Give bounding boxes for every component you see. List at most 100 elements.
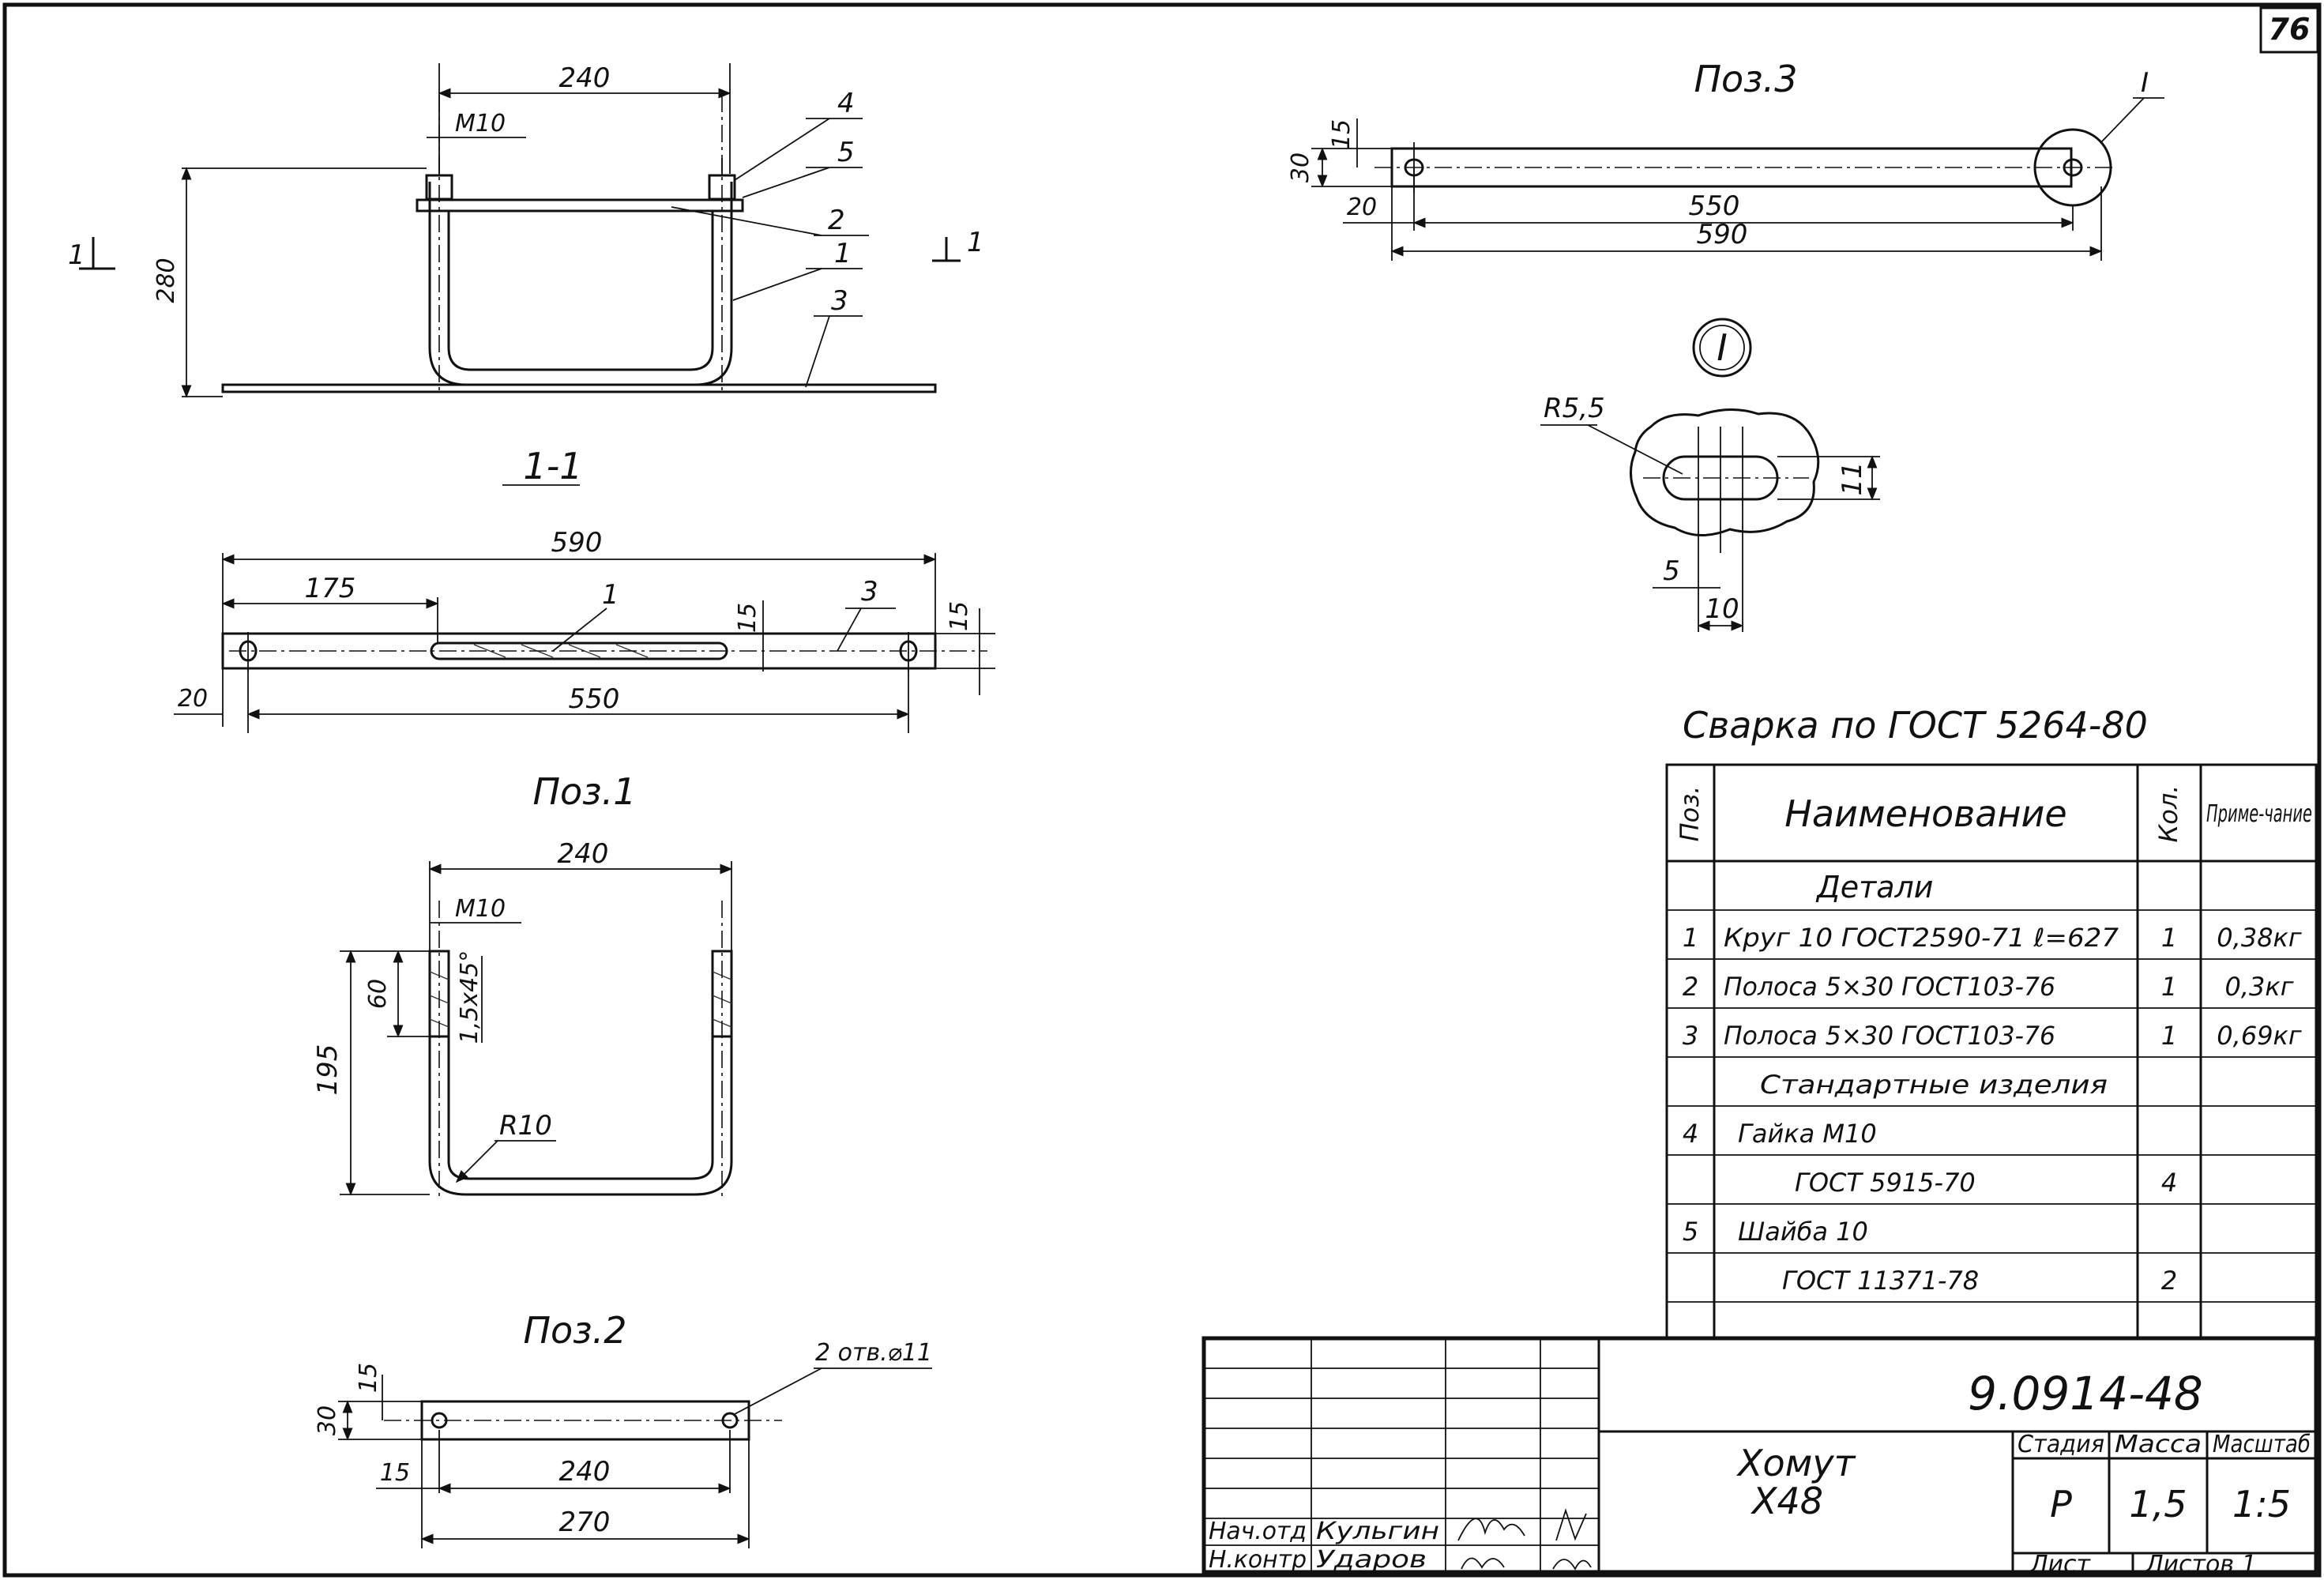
tb-mass-header: Масса [2115,1431,2202,1458]
sheet-number: 76 [2269,12,2311,47]
spec-row-3-name: Полоса 5×30 ГОСТ103-76 [1724,1021,2055,1051]
tb-role-2: Н.контр [1209,1546,1307,1574]
pos1-title: Поз.1 [532,770,636,813]
dim-590-pos3: 590 [1697,219,1748,250]
dim-590-section: 590 [551,527,603,559]
signature-4 [1552,1559,1592,1571]
dim-60-pos1: 60 [364,979,392,1009]
spec-row-8-qty: 2 [2161,1266,2177,1296]
section-1-1-title: 1-1 [523,445,582,487]
leader-3-section: 3 [861,576,878,608]
spec-row-7-name: Шайба 10 [1738,1217,1868,1247]
dim-m10-pos1: M10 [455,895,506,923]
spec-row-0-name: Детали [1815,870,1933,905]
dim-r5-5: R5,5 [1544,393,1605,424]
dim-15-pos3: 15 [1328,119,1356,149]
dim-11-slot: 11 [1837,461,1868,495]
leader-3: 3 [831,285,848,317]
dim-195-pos1: 195 [312,1044,344,1096]
dim-15-strip: 15 [734,603,762,633]
pos2-title: Поз.2 [523,1309,626,1352]
dim-5-detail: 5 [1663,555,1680,587]
dim-chamfer-pos1: 1,5x45° [456,950,483,1044]
signature-2 [1555,1508,1587,1541]
sheet-number-box [2259,6,2319,54]
tb-code: 9.0914-48 [1968,1367,2203,1420]
spec-row-2-note: 0,3кг [2224,972,2293,1002]
tb-sheets: Листов 1 [2145,1551,2257,1578]
strip-pos2 [416,198,744,213]
pos3-detail-ref: I [2141,67,2149,99]
leader-5: 5 [837,137,855,168]
dim-m10-top: M10 [455,110,506,137]
spec-row-2-pos: 2 [1683,972,1698,1002]
pos1-u-rod [428,951,733,1196]
tb-name2: Х48 [1751,1480,1823,1522]
spec-row-1-qty: 1 [2161,923,2177,953]
leader-2: 2 [828,205,845,236]
detail-break-outline [1630,408,1820,537]
tb-stage-header: Стадия [2018,1431,2104,1458]
assembly-top-view: 240 M10 280 4 5 2 1 3 1 1 [68,62,984,398]
spec-header-note: Приме-чание [2206,800,2312,828]
leader-1-section: 1 [602,579,619,611]
spec-row-5-pos: 4 [1683,1119,1698,1149]
spec-header-pos: Поз. [1675,786,1705,842]
spec-row-6-name: ГОСТ 5915-70 [1795,1168,1976,1198]
dim-240-pos1: 240 [558,838,609,870]
spec-row-4-name: Стандартные изделия [1760,1070,2108,1100]
spec-header-name: Наименование [1784,792,2066,835]
spec-row-5-name: Гайка М10 [1738,1119,1877,1149]
dim-240-top: 240 [559,62,611,94]
dim-30-pos3: 30 [1287,152,1314,182]
dim-240-pos2: 240 [559,1456,611,1488]
spec-row-1-pos: 1 [1683,923,1698,953]
pos2-note: 2 отв.⌀11 [815,1339,932,1367]
title-block: Нач.отд Кульгин Н.контр Ударов 9.0914-48… [1201,1336,2318,1578]
dim-15-edge-pos2: 15 [380,1459,410,1487]
dim-30-pos2: 30 [314,1405,341,1435]
pos2-view: Поз.2 2 отв.⌀11 30 15 15 240 270 [314,1309,932,1548]
weld-note: Сварка по ГОСТ 5264-80 [1683,704,2148,747]
spec-header-qty: Кол. [2153,785,2183,843]
dim-15-offset-pos2: 15 [355,1363,382,1393]
tb-name-2: Ударов [1316,1546,1427,1574]
signature-3 [1461,1557,1505,1570]
pos3-title: Поз.3 [1694,58,1797,100]
spec-row-8-name: ГОСТ 11371-78 [1782,1266,1979,1296]
section-1-1: 1-1 590 175 1 15 3 [174,445,995,733]
u-bolt-pos1 [428,182,733,386]
tb-name-1: Кульгин [1316,1518,1439,1545]
spec-row-3-qty: 1 [2161,1021,2177,1051]
tb-sheet: Лист [2029,1551,2092,1578]
dim-20-pos3: 20 [1347,194,1377,221]
spec-row-3-note: 0,69кг [2217,1021,2302,1051]
dim-15-plate: 15 [946,601,973,631]
tb-mass-value: 1,5 [2129,1483,2187,1525]
spec-row-1-name: Круг 10 ГОСТ2590-71 ℓ=627 [1724,923,2119,953]
section-mark-left: 1 [68,239,85,271]
spec-row-7-pos: 5 [1683,1217,1698,1247]
signature-1 [1457,1518,1525,1541]
spec-row-6-qty: 4 [2161,1168,2177,1198]
detail-I-label: I [1717,326,1728,369]
tb-scale-value: 1:5 [2232,1483,2291,1525]
leader-1: 1 [834,238,852,269]
tb-role-1: Нач.отд [1209,1518,1307,1545]
dim-550-section: 550 [569,683,620,715]
dim-550-pos3: 550 [1689,190,1740,222]
detail-I: I R5,5 11 5 10 [1540,318,1880,632]
dim-175: 175 [305,573,356,604]
dim-10-detail: 10 [1705,593,1739,625]
dim-280: 280 [152,258,180,303]
spec-row-3-pos: 3 [1683,1021,1698,1051]
dim-270-pos2: 270 [559,1507,611,1538]
dim-r10-pos1: R10 [499,1110,552,1142]
tb-scale-header: Масштаб [2213,1431,2311,1458]
spec-row-2-name: Полоса 5×30 ГОСТ103-76 [1724,972,2055,1002]
tb-name: Хомут [1736,1442,1856,1484]
dim-20-section: 20 [178,685,208,713]
spec-row-2-qty: 1 [2161,972,2177,1002]
